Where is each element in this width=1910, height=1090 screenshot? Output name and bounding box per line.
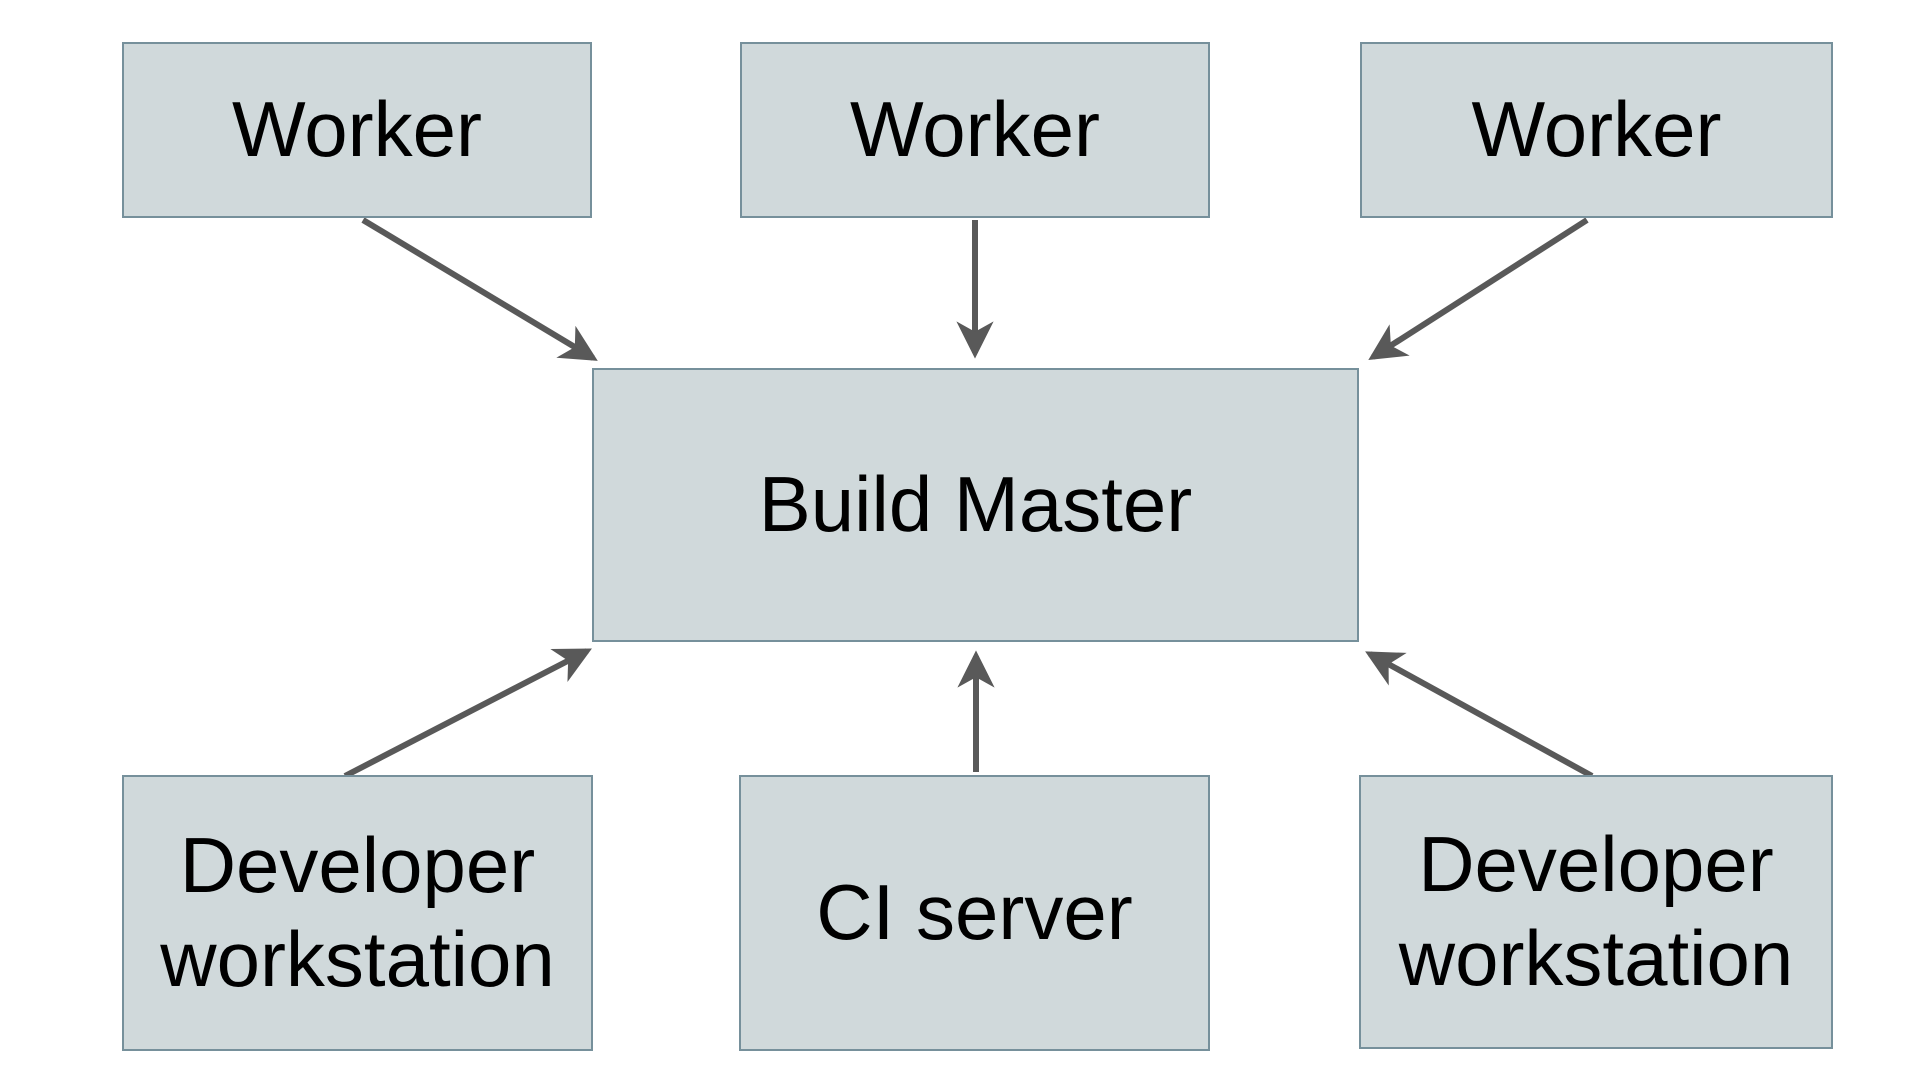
node-build-master: Build Master (592, 368, 1359, 642)
node-label: Worker (850, 85, 1100, 174)
node-label: Developer workstation (1398, 820, 1794, 1002)
arrow-worker-left-to-build-master (361, 217, 598, 361)
node-label: Developer workstation (160, 821, 555, 1003)
node-developer-workstation-left: Developer workstation (122, 775, 593, 1051)
node-developer-workstation-right: Developer workstation (1359, 775, 1833, 1049)
node-worker-middle: Worker (740, 42, 1210, 218)
node-ci-server: CI server (739, 775, 1210, 1051)
node-worker-right: Worker (1360, 42, 1833, 218)
node-label: Worker (1471, 85, 1722, 174)
node-worker-left: Worker (122, 42, 592, 218)
node-label: CI server (816, 868, 1133, 957)
node-label: Worker (232, 85, 482, 174)
arrow-dev-left-to-build-master (343, 648, 592, 779)
node-label: Build Master (758, 460, 1193, 549)
arrow-worker-right-to-build-master (1368, 217, 1589, 361)
arrow-dev-right-to-build-master (1365, 651, 1594, 779)
